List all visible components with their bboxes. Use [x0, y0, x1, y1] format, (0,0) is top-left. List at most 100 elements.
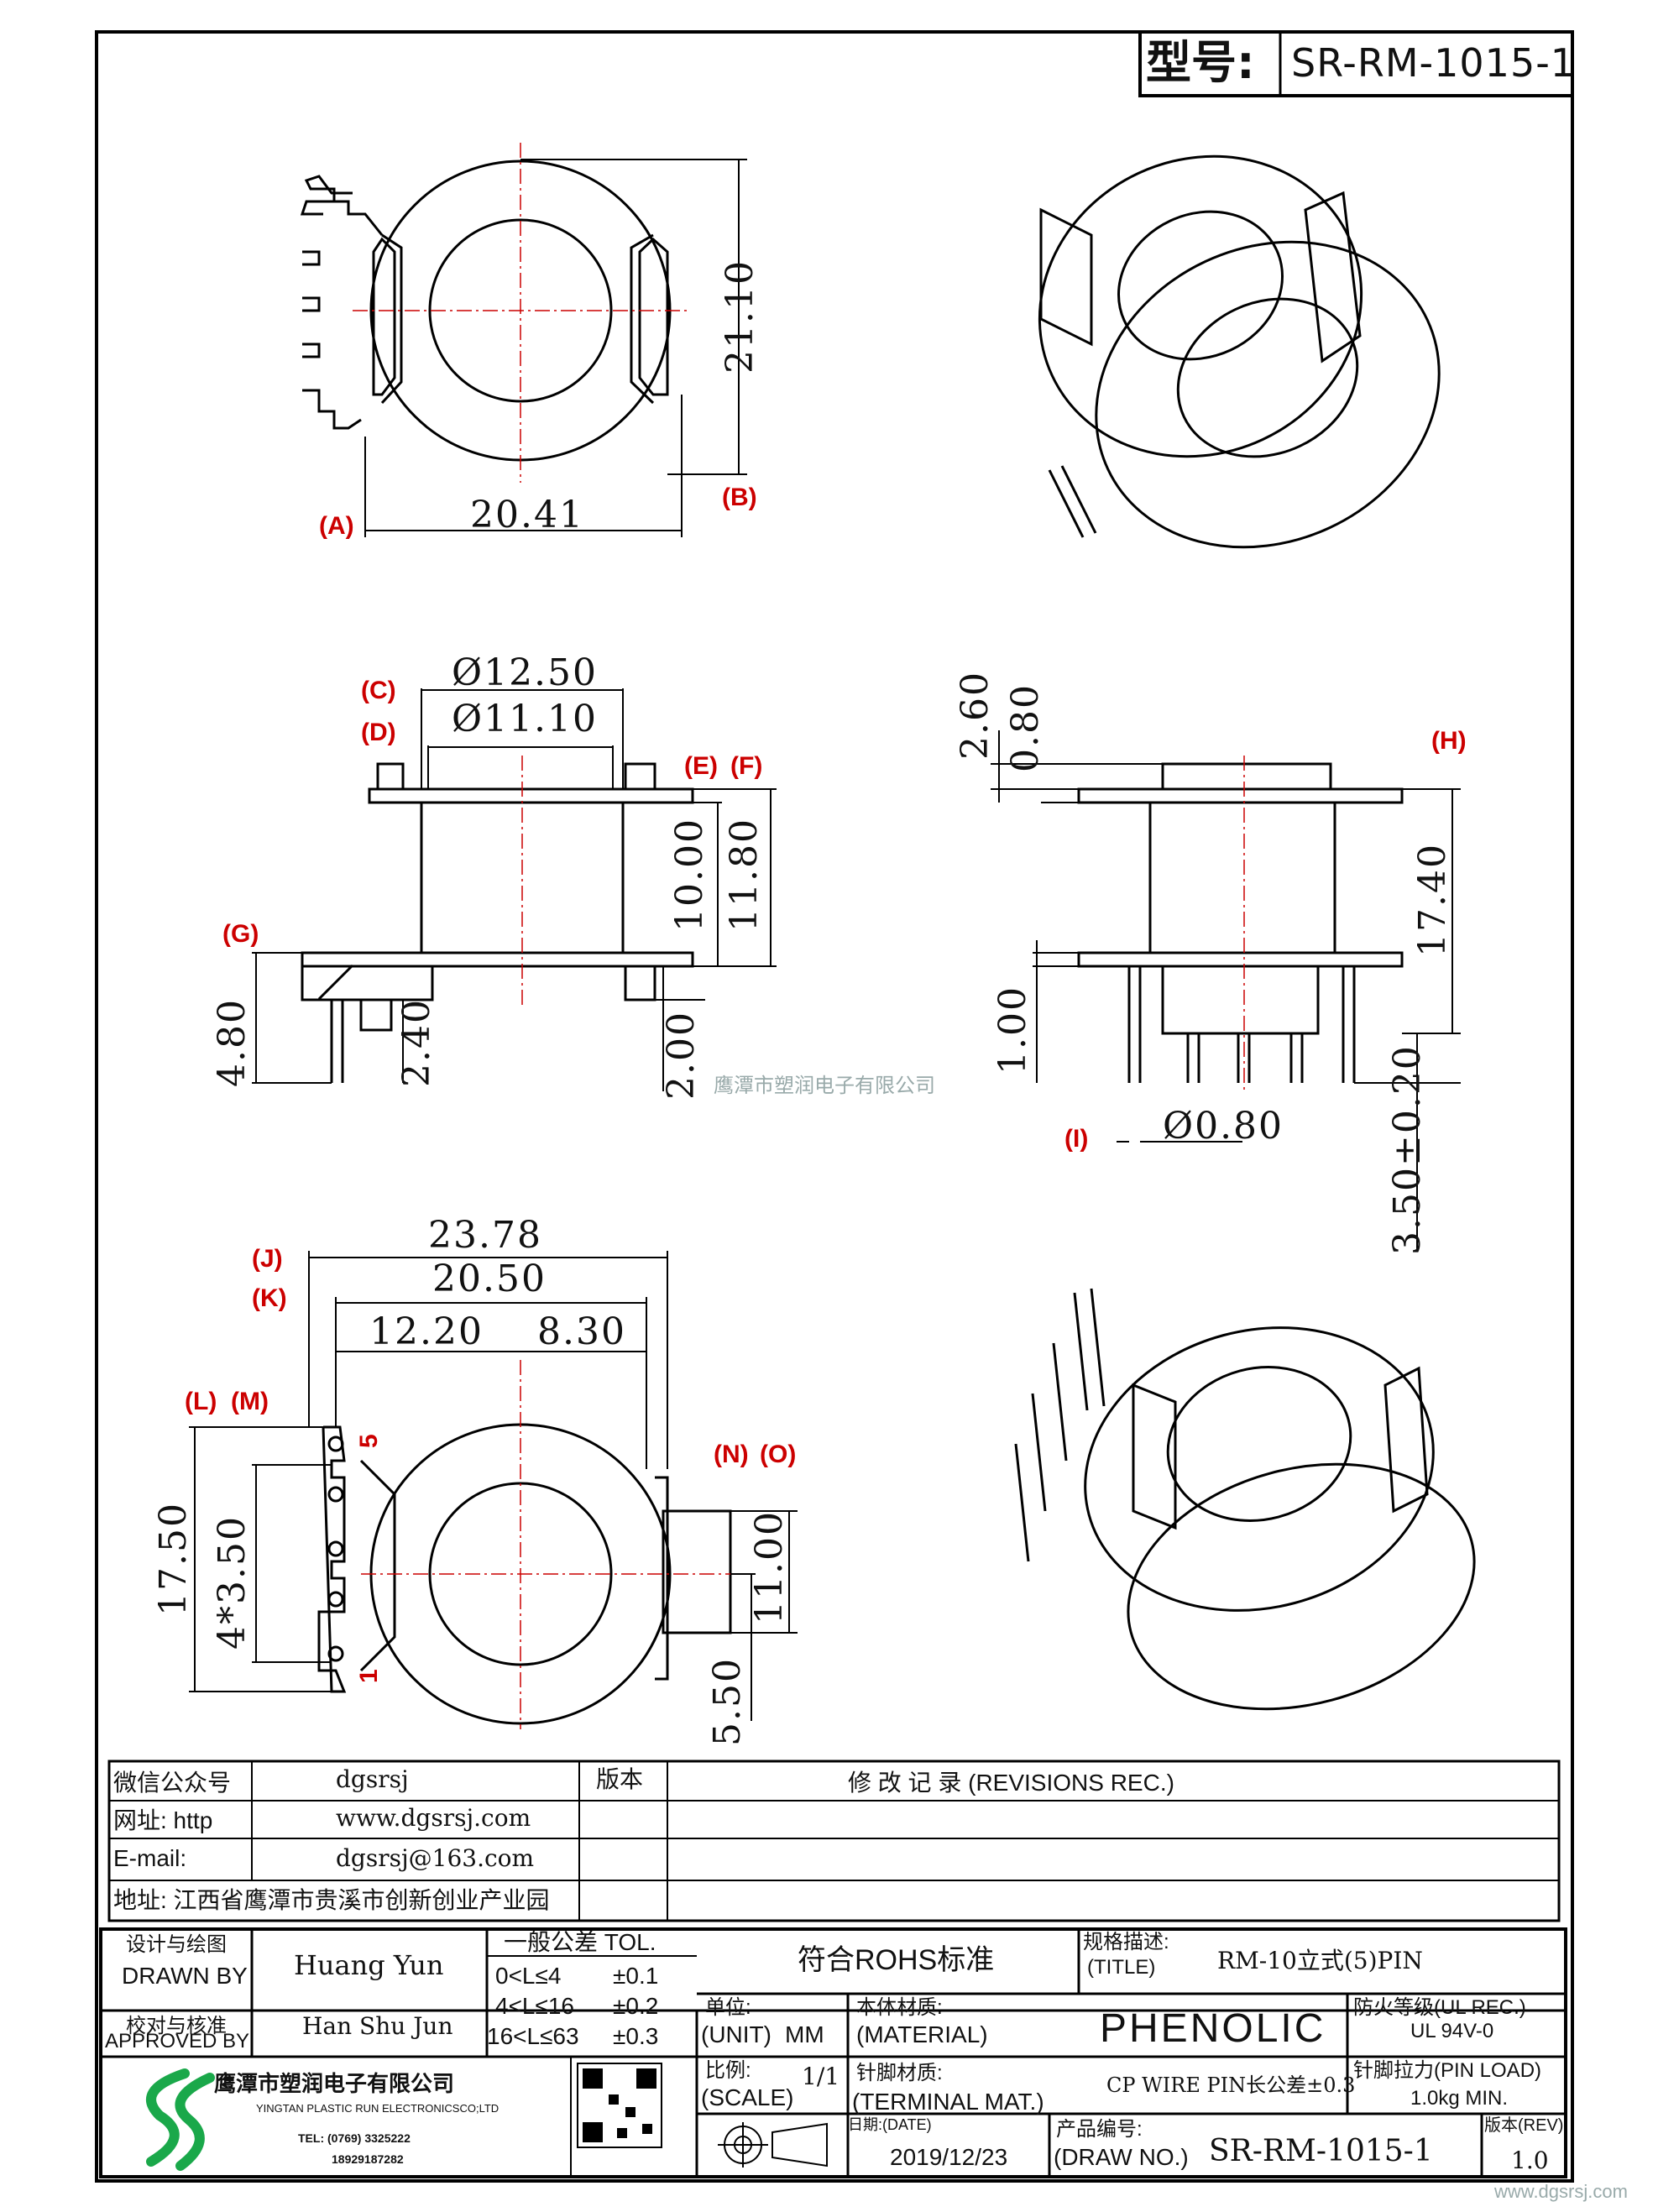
approved-value: Han Shu Jun — [302, 2012, 453, 2040]
qr-code — [577, 2063, 662, 2148]
ref-i: (I) — [1064, 1125, 1089, 1153]
ref-f: (F) — [730, 752, 763, 780]
unit-label-en: (UNIT) — [701, 2021, 772, 2047]
scale-value: 1/1 — [802, 2063, 840, 2090]
revisions-header: 修 改 记 录 (REVISIONS REC.) — [848, 1770, 1174, 1796]
dim-2-6: 2.60 — [954, 671, 996, 760]
address-label: 地址: 江西省鹰潭市贵溪市创新创业产业园 — [113, 1887, 550, 1913]
material-value: PHENOLIC — [1100, 2006, 1326, 2051]
pin-1-marker: 1 — [355, 1669, 383, 1683]
title-label-en: (TITLE) — [1087, 1956, 1156, 1979]
unit-label-cn: 单位: — [705, 1996, 751, 2019]
drawn-value: Huang Yun — [294, 1949, 444, 1981]
tol-range-1: 0<L≤4 — [495, 1963, 562, 1989]
pin-load-value: 1.0kg MIN. — [1410, 2087, 1509, 2110]
title-label-cn: 规格描述: — [1083, 1931, 1169, 1953]
dim-8-3: 8.30 — [537, 1310, 626, 1353]
ref-o: (O) — [760, 1441, 797, 1468]
wechat-value: dgsrsj — [336, 1765, 409, 1793]
dim-0-8: 0.80 — [1004, 683, 1047, 772]
dia-pin: Ø0.80 — [1163, 1105, 1284, 1148]
email-label: E-mail: — [113, 1845, 187, 1871]
pin-load-label: 针脚拉力(PIN LOAD) — [1353, 2059, 1542, 2082]
drawno-value: SR-RM-1015-1 — [1209, 2134, 1433, 2168]
rev-label: 版本(REV) — [1484, 2116, 1564, 2135]
ref-k: (K) — [252, 1284, 287, 1312]
header-box — [1138, 30, 1574, 97]
tol-value-1: ±0.1 — [613, 1963, 659, 1989]
side-view — [1077, 762, 1404, 1083]
tol-header: 一般公差 TOL. — [504, 1929, 656, 1955]
terminal-label-cn: 针脚材质: — [856, 2062, 943, 2084]
tol-range-3: 16<L≤63 — [487, 2023, 579, 2049]
ref-g: (G) — [222, 920, 259, 948]
tol-range-2: 4<L≤16 — [495, 1993, 575, 2019]
scale-label-cn: 比例: — [705, 2059, 751, 2082]
isometric-view-top — [1038, 154, 1441, 549]
ref-c: (C) — [361, 677, 396, 704]
drawno-label-en: (DRAW NO.) — [1054, 2144, 1189, 2170]
title-block-lines — [99, 1927, 1567, 2178]
dia-outer: Ø12.50 — [452, 651, 599, 694]
unit-value: MM — [785, 2021, 824, 2047]
dim-width: 20.41 — [470, 494, 584, 536]
pin-5-marker: 5 — [355, 1434, 383, 1448]
dim-17-5: 17.50 — [152, 1502, 195, 1616]
web-value[interactable]: www.dgsrsj.com — [336, 1804, 531, 1832]
watermark-url: www.dgsrsj.com — [1494, 2181, 1628, 2202]
info-table-lines — [107, 1760, 1561, 1922]
ref-l: (L) — [185, 1388, 217, 1415]
ref-b: (B) — [722, 484, 757, 511]
ref-n: (N) — [714, 1441, 749, 1468]
sheet-border — [95, 30, 1574, 2183]
dia-inner: Ø11.10 — [452, 698, 599, 740]
material-label-cn: 本体材质: — [856, 1996, 943, 2019]
terminal-label-en: (TERMINAL MAT.) — [852, 2089, 1044, 2115]
terminal-value: CP WIRE PIN长公差±0.3 — [1106, 2073, 1356, 2097]
company-mobile: 18929187282 — [332, 2152, 404, 2166]
dim-pin-len: 3.50±0.20 — [1386, 1044, 1429, 1255]
title-value: RM-10立式(5)PIN — [1217, 1947, 1423, 1974]
dim-2-4: 2.40 — [395, 998, 438, 1087]
isometric-view-bottom — [1014, 1288, 1476, 1711]
drawno-label-cn: 产品编号: — [1056, 2118, 1143, 2141]
dim-23-78: 23.78 — [428, 1214, 542, 1257]
dim-17-4: 17.40 — [1411, 843, 1454, 957]
dim-20-5: 20.50 — [432, 1258, 547, 1300]
ref-j: (J) — [252, 1245, 283, 1273]
model-number: SR-RM-1015-1 — [1291, 40, 1577, 86]
web-label: 网址: http — [113, 1807, 213, 1833]
dim-2-0: 2.00 — [660, 1011, 703, 1100]
company-logo — [146, 2068, 215, 2171]
ref-a: (A) — [319, 512, 354, 540]
material-label-en: (MATERIAL) — [856, 2021, 988, 2047]
ref-d: (D) — [361, 719, 396, 746]
email-value[interactable]: dgsrsj@163.com — [336, 1844, 535, 1872]
dim-4-8: 4.80 — [211, 998, 254, 1087]
dim-10: 10.00 — [668, 818, 711, 932]
front-view — [301, 762, 694, 1083]
dim-11: 11.00 — [748, 1510, 791, 1624]
dim-11-8: 11.80 — [723, 818, 766, 932]
top-view-dims — [364, 159, 747, 537]
dim-height: 21.10 — [719, 259, 761, 374]
dim-5-5: 5.50 — [706, 1657, 749, 1746]
watermark-company: 鹰潭市塑润电子有限公司 — [714, 1075, 935, 1097]
date-label: 日期:(DATE) — [848, 2116, 932, 2133]
tol-value-3: ±0.3 — [613, 2023, 659, 2049]
front-view-dims — [252, 688, 777, 1091]
ref-m: (M) — [231, 1388, 269, 1415]
drawn-label-cn: 设计与绘图 — [126, 1933, 227, 1956]
approved-label-cn: 校对与核准 — [126, 2015, 227, 2037]
ul-value: UL 94V-0 — [1410, 2020, 1494, 2042]
dim-12-2: 12.20 — [369, 1310, 484, 1353]
bottom-view-dims — [189, 1251, 798, 1721]
date-value: 2019/12/23 — [890, 2144, 1008, 2170]
dim-pitch: 4*3.50 — [211, 1515, 254, 1650]
model-label: 型号: — [1146, 36, 1255, 89]
ref-e: (E) — [684, 752, 718, 780]
company-name-cn: 鹰潭市塑润电子有限公司 — [214, 2072, 455, 2097]
ref-h: (H) — [1431, 727, 1467, 755]
